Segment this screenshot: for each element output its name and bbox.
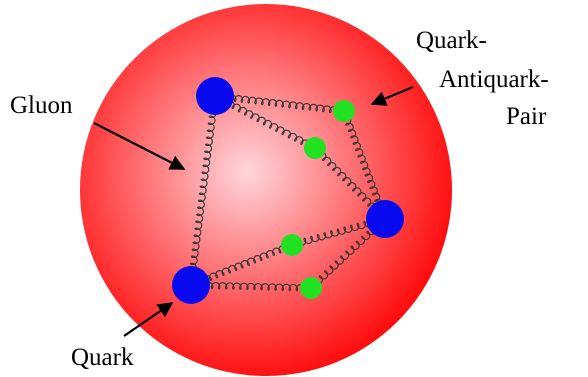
gluon-line-9 [189, 281, 313, 292]
quark-label: Quark [71, 344, 134, 371]
gluon-line-8 [189, 242, 295, 289]
pair-particle-top-2 [304, 137, 326, 159]
gluon-line-3 [340, 109, 388, 222]
gluon-pointer-arrow [93, 122, 186, 170]
quark-bottom-left [172, 266, 210, 304]
quark-pointer-arrow [123, 302, 174, 337]
gluon-label: Gluon [10, 92, 73, 119]
gluon-line-2 [212, 93, 316, 152]
pair-label-line2: Antiquark- [439, 66, 549, 93]
gluon-line-1 [213, 92, 346, 115]
pair-particle-bottom-2 [300, 277, 322, 299]
pair-particle-top-1 [333, 100, 355, 122]
quark-top-left [196, 77, 234, 115]
pair-label-line1: Quark- [416, 27, 487, 54]
pair-label-line3: Pair [506, 103, 547, 130]
hadron-sphere [80, 4, 452, 376]
quark-right [366, 200, 404, 238]
pair-particle-bottom-1 [281, 234, 303, 256]
pair-pointer-arrow [370, 85, 414, 106]
gluon-line-5 [187, 94, 219, 287]
